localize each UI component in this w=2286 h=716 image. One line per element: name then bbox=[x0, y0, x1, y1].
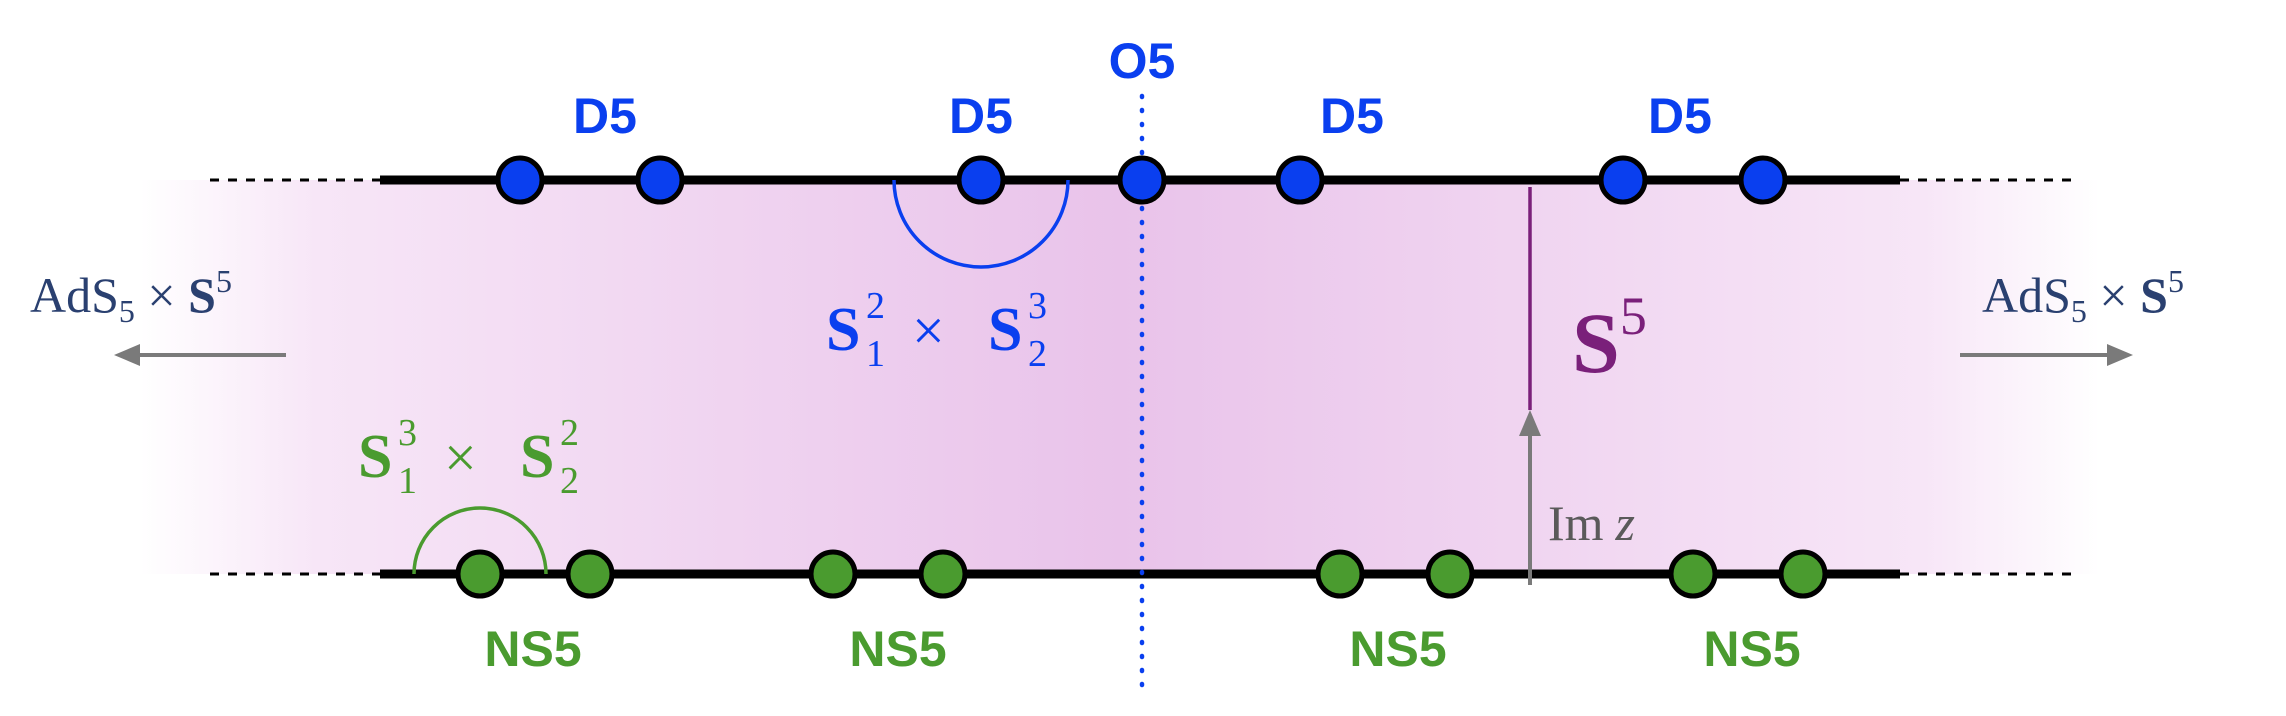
ns5-dots bbox=[455, 549, 1828, 599]
svg-text:2: 2 bbox=[560, 460, 579, 502]
ads-right-label: AdS5 × S5 bbox=[1982, 263, 2184, 329]
ns5-label: NS5 bbox=[1703, 621, 1800, 677]
ns5-dot bbox=[808, 549, 858, 599]
d5-label: D5 bbox=[949, 88, 1013, 144]
svg-text:×: × bbox=[444, 425, 477, 490]
ns5-dot bbox=[918, 549, 968, 599]
svg-text:1: 1 bbox=[398, 460, 417, 502]
d5-dots bbox=[495, 155, 1788, 205]
svg-text:S: S bbox=[520, 423, 554, 491]
d5-label: D5 bbox=[1648, 88, 1712, 144]
left-arrow bbox=[114, 344, 286, 366]
s5-label: S5 bbox=[1572, 286, 1647, 391]
im-z-arrow bbox=[1519, 410, 1541, 585]
green-cycle-label: S 3 1 × S 2 2 bbox=[358, 412, 579, 502]
svg-text:2: 2 bbox=[1028, 333, 1047, 375]
d5-dot bbox=[1738, 155, 1788, 205]
blue-cycle-label: S 2 1 × S 3 2 bbox=[826, 285, 1047, 375]
d5-dot bbox=[956, 155, 1006, 205]
green-cycle-arc bbox=[412, 506, 548, 575]
svg-text:S: S bbox=[358, 423, 392, 491]
d5-dot bbox=[495, 155, 545, 205]
svg-text:3: 3 bbox=[398, 412, 417, 454]
ns5-dot bbox=[1778, 549, 1828, 599]
dashed-extensions bbox=[210, 178, 2075, 576]
d5-dot bbox=[1275, 155, 1325, 205]
ns5-dot bbox=[1315, 549, 1365, 599]
d5-label: D5 bbox=[1320, 88, 1384, 144]
svg-text:2: 2 bbox=[560, 412, 579, 454]
d5-dot-o5 bbox=[1117, 155, 1167, 205]
ns5-label: NS5 bbox=[1349, 621, 1446, 677]
ns5-dot bbox=[565, 549, 615, 599]
o5-label: O5 bbox=[1109, 33, 1176, 89]
svg-text:S: S bbox=[988, 296, 1022, 364]
right-arrow bbox=[1960, 344, 2133, 366]
ns5-label: NS5 bbox=[849, 621, 946, 677]
ads-left-label: AdS5 × S5 bbox=[30, 263, 232, 329]
ns5-label: NS5 bbox=[484, 621, 581, 677]
ns5-dot bbox=[1668, 549, 1718, 599]
strip-background bbox=[140, 180, 2100, 574]
ns5-dot bbox=[455, 549, 505, 599]
ns5-dot bbox=[1425, 549, 1475, 599]
svg-text:S: S bbox=[826, 296, 860, 364]
svg-text:2: 2 bbox=[866, 285, 885, 327]
d5-dot bbox=[1598, 155, 1648, 205]
d5-label: D5 bbox=[573, 88, 637, 144]
d5-dot bbox=[635, 155, 685, 205]
svg-text:1: 1 bbox=[866, 333, 885, 375]
svg-text:3: 3 bbox=[1028, 285, 1047, 327]
blue-cycle-arc bbox=[892, 179, 1070, 269]
svg-text:×: × bbox=[912, 298, 945, 363]
